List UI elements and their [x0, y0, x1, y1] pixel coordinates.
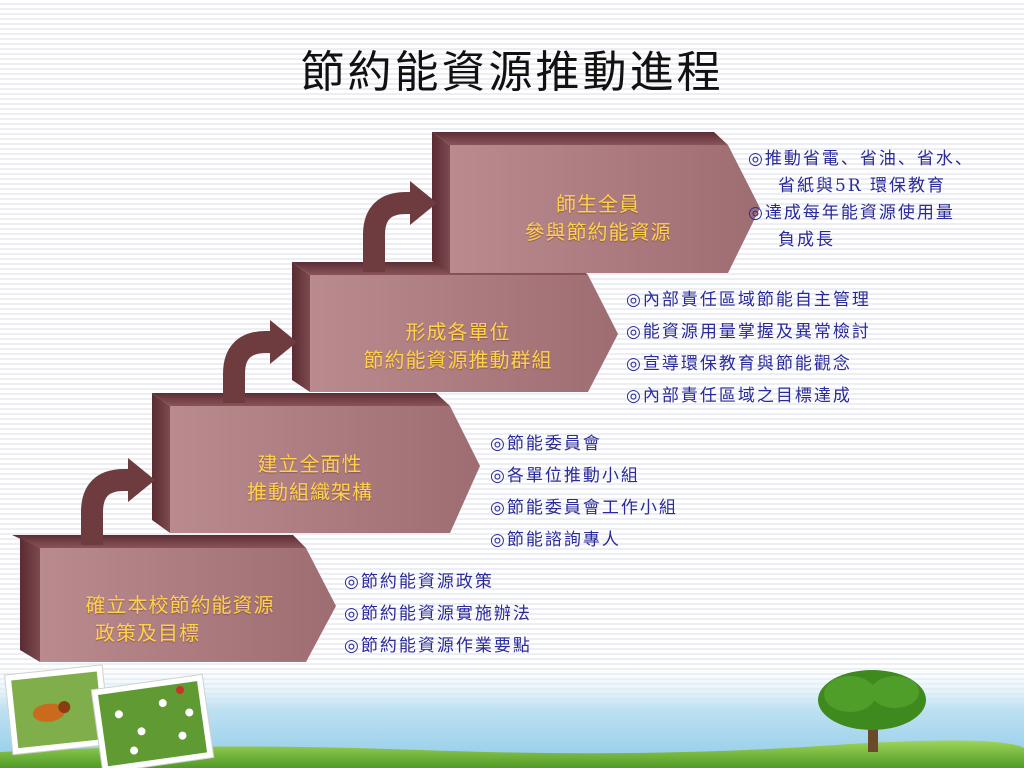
step-2-desc-item: ◎節能諮詢專人	[490, 530, 621, 550]
step-1-side	[20, 535, 40, 662]
step-4-label: 師生全員 參與節約能資源	[458, 190, 738, 246]
step-3-label-line-1: 形成各單位	[405, 320, 511, 344]
page-title: 節約能資源推動進程	[300, 47, 724, 98]
step-4-side	[432, 132, 450, 273]
step-4-desc-item: 負成長	[778, 230, 835, 250]
step-4-top	[432, 132, 728, 145]
step-1-desc-item: ◎節約能資源作業要點	[344, 636, 532, 656]
step-4-block	[432, 132, 760, 273]
step-4-desc-item: ◎推動省電、省油、省水、	[748, 149, 974, 169]
step-1-desc-item: ◎節約能資源實施辦法	[344, 604, 532, 624]
step-1-label-line-1: 確立本校節約能資源	[85, 593, 275, 617]
step-3-label: 形成各單位 節約能資源推動群組	[318, 318, 598, 374]
grass-band	[0, 740, 1024, 768]
step-3-desc-item: ◎宣導環保教育與節能觀念	[626, 354, 852, 374]
step-1-description: ◎節約能資源政策 ◎節約能資源實施辦法 ◎節約能資源作業要點	[344, 566, 532, 662]
step-3-description: ◎內部責任區域節能自主管理 ◎能資源用量掌握及異常檢討 ◎宣導環保教育與節能觀念…	[626, 284, 871, 412]
step-2-top	[152, 393, 450, 406]
arrow-2-icon	[223, 320, 297, 403]
photo-frame-flowers-icon	[90, 673, 215, 768]
step-1-front	[40, 548, 336, 662]
step-1-label: 確立本校節約能資源 政策及目標	[40, 591, 320, 647]
pin-icon	[176, 686, 184, 694]
step-3-desc-item: ◎能資源用量掌握及異常檢討	[626, 322, 871, 342]
step-2-desc-item: ◎各單位推動小組	[490, 466, 640, 486]
step-3-front	[310, 275, 618, 392]
step-4-desc-item: ◎達成每年能資源使用量	[748, 203, 955, 223]
step-3-desc-item: ◎內部責任區域節能自主管理	[626, 290, 871, 310]
step-2-label-line-1: 建立全面性	[257, 452, 363, 476]
step-2-label: 建立全面性 推動組織架構	[170, 450, 450, 506]
step-1-desc-item: ◎節約能資源政策	[344, 572, 494, 592]
step-2-label-line-2: 推動組織架構	[247, 480, 373, 504]
photo-frame-insect-icon	[4, 664, 111, 756]
step-1-label-line-2: 政策及目標	[95, 621, 200, 645]
step-3-label-line-2: 節約能資源推動群組	[363, 348, 553, 372]
tree-icon	[818, 670, 926, 752]
step-4-description: ◎推動省電、省油、省水、 省紙與5R 環保教育 ◎達成每年能資源使用量 負成長	[748, 146, 974, 254]
step-3-desc-item: ◎內部責任區域之目標達成	[626, 386, 852, 406]
step-2-front	[170, 406, 480, 533]
step-4-front	[450, 145, 760, 273]
step-3-side	[292, 262, 310, 392]
step-2-description: ◎節能委員會 ◎各單位推動小組 ◎節能委員會工作小組 ◎節能諮詢專人	[490, 428, 678, 556]
step-4-label-line-2: 參與節約能資源	[524, 220, 672, 244]
step-4-desc-item: 省紙與5R 環保教育	[778, 176, 947, 196]
arrow-3-icon	[363, 181, 437, 272]
step-2-desc-item: ◎節能委員會工作小組	[490, 498, 678, 518]
step-2-side	[152, 393, 170, 533]
arrow-1-icon	[81, 458, 155, 545]
step-4-label-line-1: 師生全員	[556, 192, 640, 216]
step-2-desc-item: ◎節能委員會	[490, 434, 602, 454]
decorative-footer	[0, 660, 1024, 768]
step-1-top	[12, 535, 306, 548]
